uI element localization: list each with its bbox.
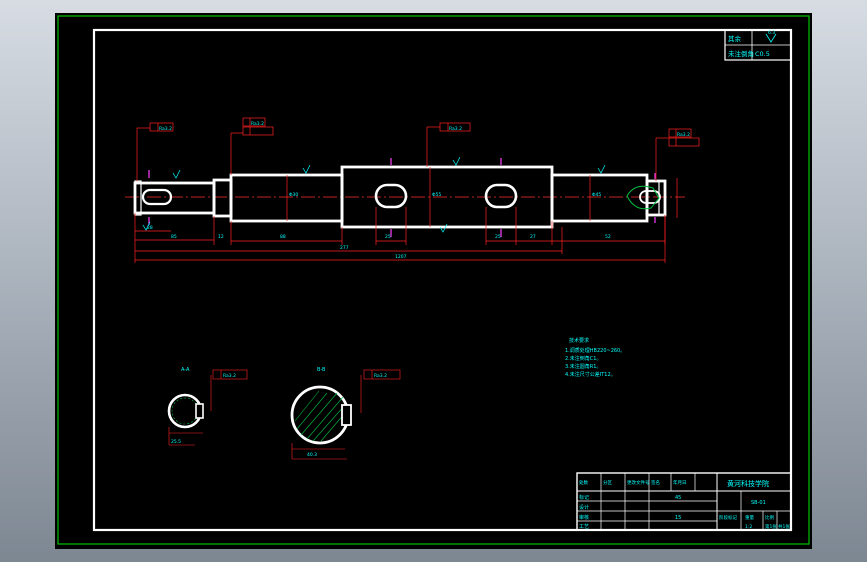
tb-weight: 15 bbox=[675, 515, 681, 521]
dim-seg-f: 27 bbox=[530, 234, 536, 240]
dim-overall: 277 bbox=[340, 245, 349, 251]
keyway-middle-left bbox=[374, 183, 408, 209]
tb-row-2: 设计 bbox=[579, 504, 589, 511]
section-markers bbox=[148, 158, 656, 237]
drawing-canvas[interactable]: 其余 未注倒角 C0.5 6.3 bbox=[55, 13, 812, 549]
section-b-depth: 40.3 bbox=[307, 452, 317, 458]
fcf-text-1: Ra3.2 bbox=[159, 126, 172, 132]
notes-line4: 4.未注尺寸公差IT12。 bbox=[565, 371, 616, 378]
tb-material: 45 bbox=[675, 495, 681, 501]
dim-seg-a: 28 bbox=[147, 225, 153, 231]
tb-hdr-right-3: 比例 bbox=[765, 514, 774, 521]
fcf-text-4: Ra3.2 bbox=[677, 132, 690, 138]
section-a-label: A-A bbox=[181, 367, 190, 373]
section-a-a: A-A 25.5 Ra3.2 bbox=[167, 367, 248, 446]
tb-hdr-2: 分区 bbox=[603, 479, 612, 486]
section-b-keyslot bbox=[341, 404, 352, 426]
dim-seg-c: 88 bbox=[280, 234, 286, 240]
technical-notes: 技术要求 1.调质处理HB220~260。 2.未注倒角C1。 3.未注圆角R1… bbox=[565, 337, 625, 378]
dim-dia-1: Φ30 bbox=[289, 192, 298, 198]
keyway-right bbox=[639, 190, 661, 204]
tb-hdr-right-2: 重量 bbox=[745, 514, 754, 521]
dim-total: 1207 bbox=[395, 254, 407, 260]
tb-hdr-1: 处数 bbox=[579, 479, 588, 486]
section-a-hatch bbox=[171, 397, 199, 425]
surface-finish-marks bbox=[142, 156, 606, 233]
roughness-symbol-value: 6.3 bbox=[768, 30, 775, 36]
tb-row-3: 审核 bbox=[579, 514, 589, 521]
section-a-depth: 25.5 bbox=[171, 439, 181, 445]
roughness-box-row2: 未注倒角 bbox=[728, 49, 754, 58]
section-b-hatch bbox=[294, 390, 346, 442]
tb-hdr-right-1: 阶段标记 bbox=[719, 514, 737, 521]
notes-line3: 3.未注圆角R1。 bbox=[565, 363, 601, 370]
right-end-hatch-detail bbox=[626, 185, 660, 210]
shaft-end-chamfer-left bbox=[134, 180, 142, 216]
tb-school: 黄河科技学院 bbox=[727, 479, 769, 488]
dim-dia-3: Φ55 bbox=[432, 192, 441, 198]
notes-line2: 2.未注倒角C1。 bbox=[565, 355, 601, 362]
outer-frame bbox=[57, 15, 810, 545]
keyway-middle-right bbox=[484, 183, 518, 209]
dim-seg-left: 85 bbox=[171, 234, 177, 240]
roughness-symbol-icon bbox=[765, 33, 777, 43]
roughness-box: 其余 未注倒角 C0.5 6.3 bbox=[724, 29, 792, 61]
tb-sheet: 第1张 bbox=[765, 523, 777, 530]
roughness-box-row2-value: C0.5 bbox=[755, 50, 770, 58]
dimension-lines bbox=[134, 126, 678, 263]
tb-drawing-no: SB-01 bbox=[751, 500, 766, 506]
fcf-text-3: Ra3.2 bbox=[449, 126, 462, 132]
dim-seg-e: 25 bbox=[495, 234, 501, 240]
notes-line1: 1.调质处理HB220~260。 bbox=[565, 347, 625, 354]
keyway-left bbox=[141, 188, 173, 206]
tb-row-1: 标记 bbox=[579, 494, 589, 501]
inner-frame bbox=[92, 28, 793, 532]
tb-hdr-3: 更改文件号 bbox=[627, 479, 650, 486]
tb-sheets: 共1张 bbox=[778, 523, 790, 530]
dim-seg-d: 25 bbox=[385, 234, 391, 240]
dim-dia-2: Φ45 bbox=[592, 192, 601, 198]
tb-hdr-4: 签名 bbox=[651, 479, 660, 486]
dimension-texts: 1207 277 28 85 12 88 25 25 27 52 Φ30 Φ55… bbox=[147, 192, 611, 260]
title-block: 处数 分区 更改文件号 签名 年月日 标记 设计 审核 工艺 黄河科技学院 SB… bbox=[576, 472, 792, 531]
section-b-b: B-B 40.3 Ra3.2 bbox=[290, 367, 401, 460]
section-a-keyslot bbox=[195, 403, 204, 419]
tb-scale: 1:2 bbox=[745, 524, 752, 530]
section-b-label: B-B bbox=[317, 367, 326, 373]
tb-row-4: 工艺 bbox=[579, 524, 589, 530]
roughness-box-row1: 其余 bbox=[728, 34, 742, 43]
section-a-fcf: Ra3.2 bbox=[223, 373, 236, 379]
feature-control-frames bbox=[149, 117, 700, 147]
dim-seg-g: 52 bbox=[605, 234, 611, 240]
tb-hdr-5: 年月日 bbox=[673, 479, 687, 486]
section-b-circle bbox=[290, 385, 350, 445]
notes-heading: 技术要求 bbox=[569, 337, 589, 344]
dim-seg-b: 12 bbox=[218, 234, 224, 240]
drawing-viewport[interactable]: 其余 未注倒角 C0.5 6.3 bbox=[55, 13, 812, 549]
fcf-text-2: Ra3.2 bbox=[251, 121, 264, 127]
section-b-fcf: Ra3.2 bbox=[374, 373, 387, 379]
